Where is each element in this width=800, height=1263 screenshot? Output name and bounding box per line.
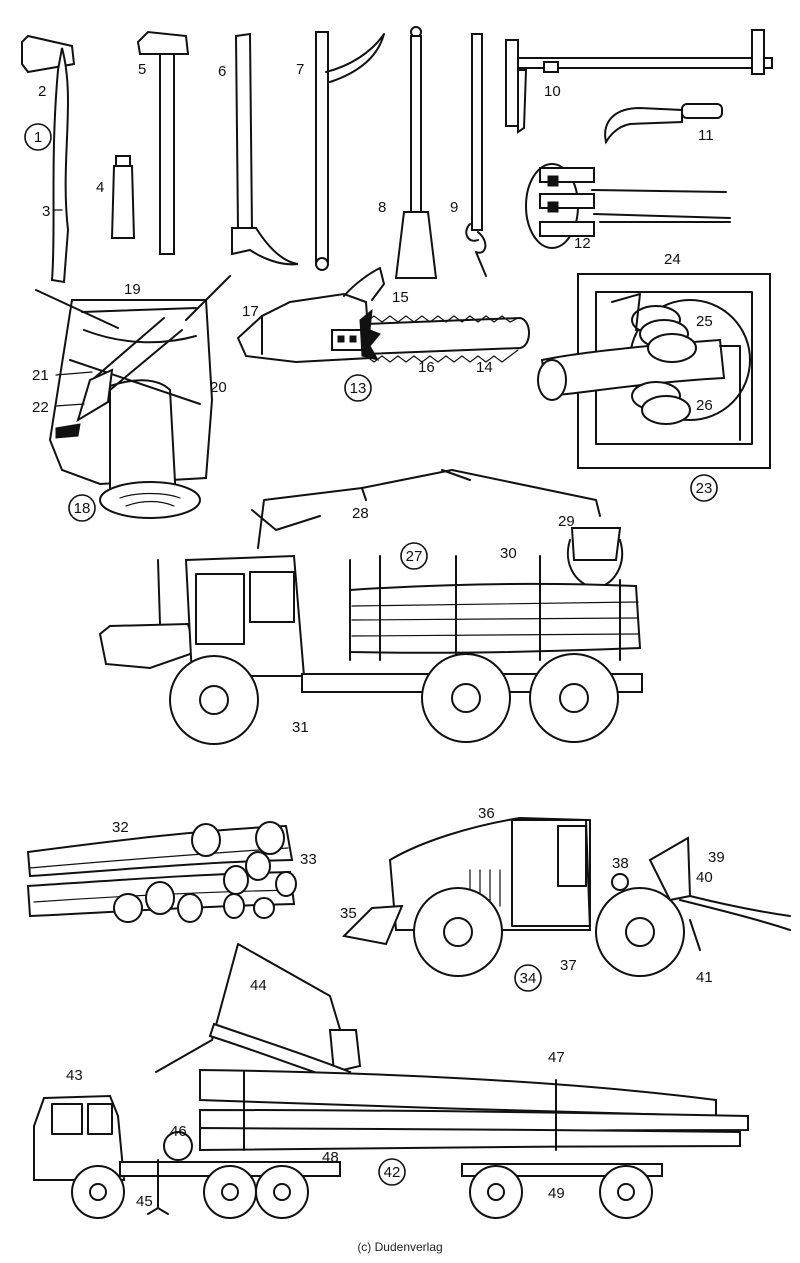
label-9: 9 xyxy=(450,199,458,216)
label-17: 17 xyxy=(242,303,259,320)
chainsaw xyxy=(236,267,530,364)
debarking-spade xyxy=(394,26,438,279)
label-8: 8 xyxy=(378,199,386,216)
label-40: 40 xyxy=(696,869,713,886)
label-38: 38 xyxy=(612,855,629,872)
label-28: 28 xyxy=(352,505,369,522)
label-24: 24 xyxy=(664,251,681,268)
label-19: 19 xyxy=(124,281,141,298)
label-35: 35 xyxy=(340,905,357,922)
label-circle-23 xyxy=(690,474,718,502)
label-33: 33 xyxy=(300,851,317,868)
label-42: 42 xyxy=(384,1164,401,1181)
felling-axe xyxy=(21,34,76,284)
label-21: 21 xyxy=(32,367,49,384)
label-circle-1 xyxy=(24,123,52,151)
label-11: 11 xyxy=(698,127,714,144)
label-23: 23 xyxy=(696,480,713,497)
leader-22 xyxy=(55,403,85,407)
cant-hook xyxy=(315,31,385,271)
felling-wedge xyxy=(110,155,136,239)
label-39: 39 xyxy=(708,849,725,866)
label-5: 5 xyxy=(138,61,146,78)
leader-21 xyxy=(55,371,93,376)
label-circle-42 xyxy=(378,1158,406,1186)
label-15: 15 xyxy=(392,289,409,306)
label-3: 3 xyxy=(42,203,50,220)
label-45: 45 xyxy=(136,1193,153,1210)
label-circle-34 xyxy=(514,964,542,992)
label-27: 27 xyxy=(406,548,423,565)
label-circle-18 xyxy=(68,494,96,522)
label-1: 1 xyxy=(34,129,42,146)
label-7: 7 xyxy=(296,61,304,78)
label-32: 32 xyxy=(112,819,129,836)
numbering-hammer xyxy=(525,163,731,249)
label-37: 37 xyxy=(560,957,577,974)
label-circle-13 xyxy=(344,374,372,402)
label-44: 44 xyxy=(250,977,267,994)
log-pile xyxy=(26,821,297,923)
label-48: 48 xyxy=(322,1149,339,1166)
forwarder xyxy=(98,469,643,745)
copyright-credit: (c) Dudenverlag xyxy=(357,1240,443,1254)
debarking-machine xyxy=(35,275,231,519)
label-circle-27 xyxy=(400,542,428,570)
measuring-calliper xyxy=(505,29,773,134)
splitting-hammer xyxy=(136,30,190,255)
label-14: 14 xyxy=(476,359,493,376)
label-46: 46 xyxy=(170,1123,187,1140)
label-26: 26 xyxy=(696,397,713,414)
billhook xyxy=(604,103,723,145)
label-41: 41 xyxy=(696,969,713,986)
label-6: 6 xyxy=(218,63,226,80)
label-13: 13 xyxy=(350,380,367,397)
turning-hook xyxy=(231,32,299,266)
label-10: 10 xyxy=(544,83,561,100)
timber-truck xyxy=(33,943,749,1219)
label-2: 2 xyxy=(38,83,46,100)
label-4: 4 xyxy=(96,179,104,196)
label-16: 16 xyxy=(418,359,435,376)
label-31: 31 xyxy=(292,719,309,736)
skidder xyxy=(341,816,791,977)
label-12: 12 xyxy=(574,235,591,252)
label-25: 25 xyxy=(696,313,713,330)
label-36: 36 xyxy=(478,805,495,822)
label-34: 34 xyxy=(520,970,537,987)
label-22: 22 xyxy=(32,399,49,416)
debarking-rotor xyxy=(537,273,771,469)
label-47: 47 xyxy=(548,1049,565,1066)
label-30: 30 xyxy=(500,545,517,562)
label-20: 20 xyxy=(210,379,227,396)
label-18: 18 xyxy=(74,500,91,517)
label-43: 43 xyxy=(66,1067,83,1084)
label-49: 49 xyxy=(548,1185,565,1202)
sapie xyxy=(465,33,487,277)
label-29: 29 xyxy=(558,513,575,530)
